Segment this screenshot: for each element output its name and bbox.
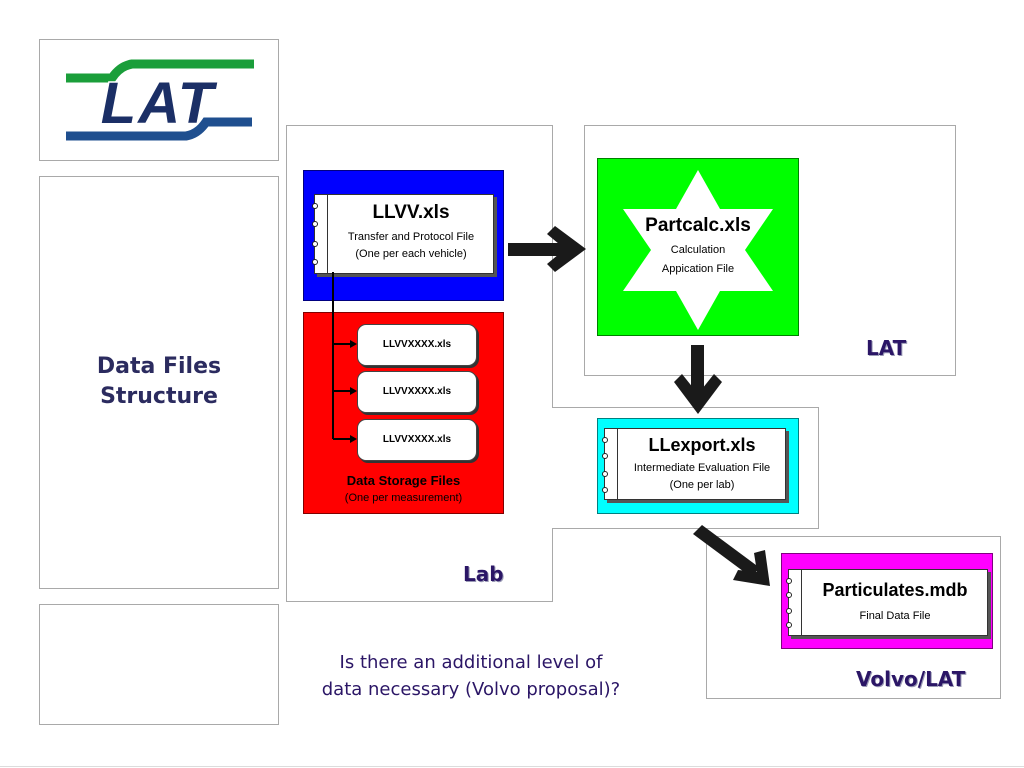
empty-box: [39, 604, 279, 725]
partcalc-file-name: Partcalc.xls: [645, 215, 751, 236]
binder-ring: [312, 203, 318, 209]
storage-caption: Data Storage Files: [346, 473, 461, 488]
llexport-file-name: LLexport.xls: [648, 435, 756, 455]
volvo-lat-label: Volvo/LAT: [856, 667, 966, 691]
partcalc-file-line1: Calculation: [670, 244, 726, 256]
arrow-down-icon: [674, 345, 722, 414]
storage-branch-arrowhead: [350, 387, 357, 395]
llvv-file-line1: Transfer and Protocol File: [347, 231, 475, 243]
logo-green-swoosh: [66, 59, 254, 83]
storage-subcaption: (One per measurement): [344, 492, 463, 504]
particulates-file-line1: Final Data File: [859, 610, 931, 622]
particulates-file-name: Particulates.mdb: [822, 580, 968, 600]
question-text: Is there an additional level of data nec…: [321, 652, 621, 700]
storage-branch-arrowhead: [350, 340, 357, 348]
storage-branch-arrowhead: [350, 435, 357, 443]
binder-ring: [312, 221, 318, 227]
logo-box: LAT: [39, 39, 279, 161]
binder-ring: [602, 487, 608, 493]
lab-label: Lab: [463, 562, 504, 586]
llexport-file-line2: (One per lab): [669, 479, 735, 491]
binder-ring: [312, 241, 318, 247]
storage-file: LLVVXXXX.xls: [357, 419, 477, 461]
storage-file: LLVVXXXX.xls: [357, 371, 477, 413]
binder-ring: [602, 437, 608, 443]
llexport-file-line1: Intermediate Evaluation File: [633, 462, 771, 474]
binder-ring: [786, 622, 792, 628]
partcalc-file-card: Partcalc.xls Calculation Appication File: [623, 214, 773, 278]
binder-ring: [786, 608, 792, 614]
slide-title: Data Files Structure: [96, 354, 222, 409]
llvv-file-card: LLVV.xls Transfer and Protocol File (One…: [312, 194, 494, 274]
llexport-file-card: LLexport.xls Intermediate Evaluation Fil…: [602, 428, 786, 500]
lat-logo: LAT: [66, 59, 254, 141]
binder-spine: [609, 429, 618, 499]
partcalc-file-line2: Appication File: [661, 263, 735, 275]
llvv-file-name: LLVV.xls: [372, 202, 450, 223]
binder-ring: [602, 471, 608, 477]
binder-ring: [312, 259, 318, 265]
logo-blue-swoosh: [66, 117, 252, 141]
particulates-file-card: Particulates.mdb Final Data File: [786, 569, 988, 636]
binder-ring: [786, 578, 792, 584]
storage-file: LLVVXXXX.xls: [357, 324, 477, 366]
binder-ring: [602, 453, 608, 459]
title-box: Data Files Structure: [39, 176, 279, 589]
arrow-diagonal-icon: [693, 525, 770, 586]
binder-spine: [793, 570, 802, 635]
llvv-file-line2: (One per each vehicle): [355, 248, 467, 260]
arrow-right-icon: [508, 226, 586, 272]
bottom-divider: [0, 766, 1024, 767]
binder-ring: [786, 592, 792, 598]
logo-text: LAT: [101, 71, 218, 136]
binder-spine: [319, 195, 328, 273]
lat-label: LAT: [866, 336, 907, 360]
star-shape: [623, 170, 773, 330]
